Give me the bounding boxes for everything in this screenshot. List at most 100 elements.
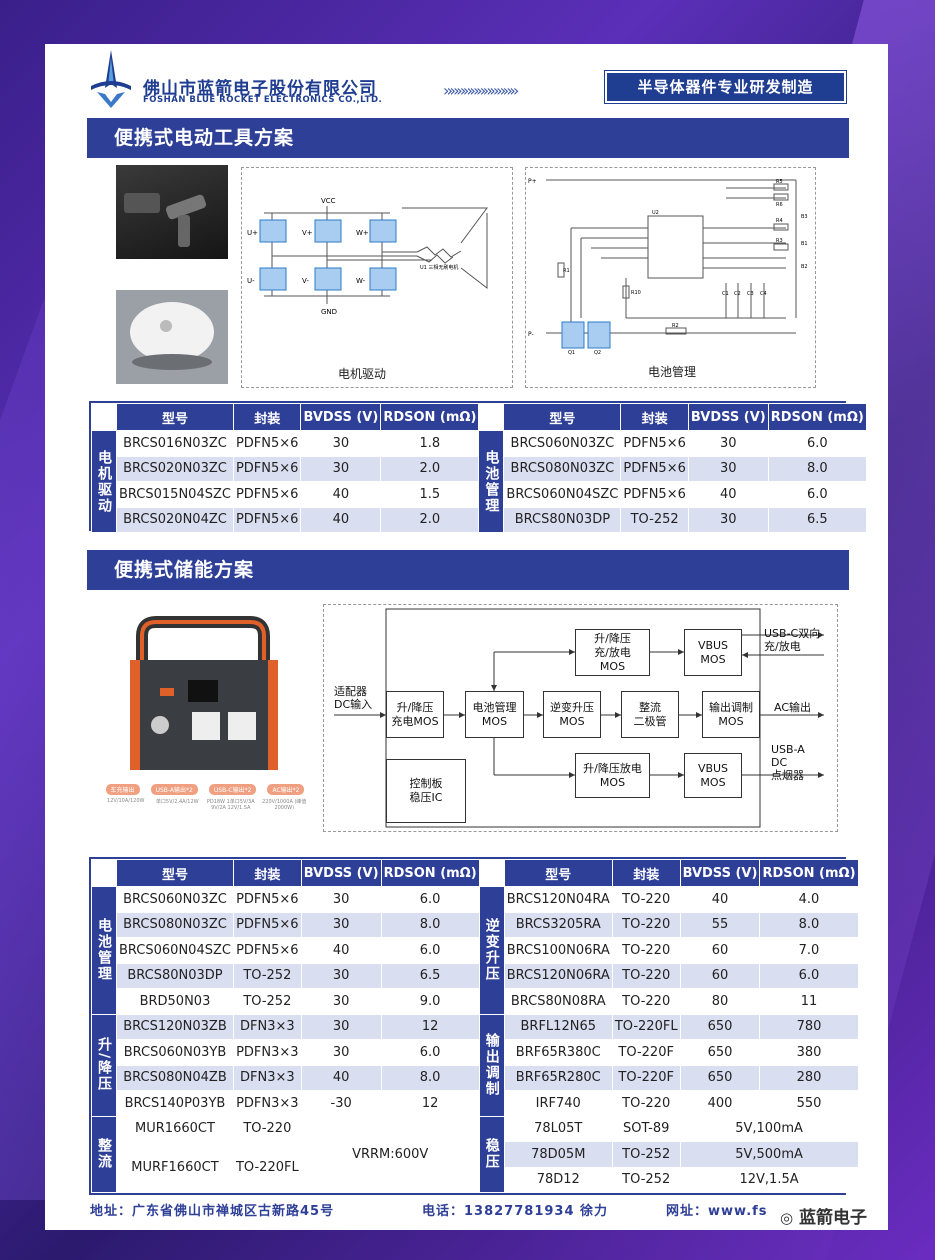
- wechat-watermark: ◎ 蓝箭电子: [780, 1203, 867, 1228]
- table-cell: 550: [759, 1090, 859, 1117]
- ac-output-label: AC输出: [774, 701, 812, 714]
- q1-label: Q1: [568, 350, 575, 356]
- table-cell: 11: [759, 988, 859, 1015]
- table-cell: BRD50N03: [116, 988, 234, 1015]
- group-label-battery: 电池管理: [478, 430, 505, 533]
- c2-label: C2: [734, 291, 741, 297]
- column-header: BVDSS (V): [300, 859, 382, 887]
- adapter-input-label: 适配器 DC输入: [334, 685, 373, 711]
- battery-management-diagram: P+ P- U2 R1 R2 R3 R4 R5 R6 R10 C1 C2 C3 …: [525, 167, 816, 388]
- table-cell: TO-252: [620, 506, 689, 533]
- table-cell: 78D05M: [503, 1141, 613, 1168]
- table-cell: PDFN5×6: [620, 455, 689, 482]
- table-cell: 12V,1.5A: [679, 1166, 859, 1193]
- table-cell: BRCS016N03ZC: [116, 430, 234, 457]
- table-cell: 1.5: [380, 481, 480, 508]
- control-board-block: 控制板 稳压IC: [386, 759, 466, 823]
- company-name-en: FOSHAN BLUE ROCKET ELECTRONICS CO.,LTD.: [143, 95, 383, 105]
- table-cell: 9.0: [380, 988, 480, 1015]
- table-cell: TO-220F: [611, 1064, 681, 1091]
- table-cell: 30: [300, 430, 382, 457]
- table-cell: DFN3×3: [232, 1013, 302, 1040]
- group-label-left: 升/降压: [91, 1013, 117, 1117]
- table-cell: 12: [380, 1013, 480, 1040]
- corner-cell: [478, 403, 504, 431]
- table-cell: PDFN5×6: [232, 506, 302, 533]
- tag-usbc-output: USB-C输出*2: [208, 784, 257, 795]
- table-cell: 8.0: [767, 455, 867, 482]
- product-photo-screwdriver: [116, 165, 228, 259]
- table-cell: TO-252: [611, 1166, 681, 1193]
- table-cell: TO-220: [611, 911, 681, 938]
- charge-mos-block: 升/降压 充电MOS: [386, 691, 444, 738]
- table-cell: 80: [679, 988, 761, 1015]
- table-cell: 30: [300, 1039, 382, 1066]
- column-header: RDSON (mΩ): [759, 859, 859, 887]
- table-cell: 8.0: [380, 1064, 480, 1091]
- table-cell: TO-220: [232, 1115, 302, 1142]
- table-cell: BRFL12N65: [503, 1013, 613, 1040]
- table-cell: BRCS120N06RA: [503, 962, 613, 989]
- u2-label: U2: [652, 210, 659, 216]
- table-cell: PDFN5×6: [620, 481, 689, 508]
- column-header: RDSON (mΩ): [380, 403, 480, 431]
- table-cell: BRF65R380C: [503, 1039, 613, 1066]
- usba-dc-label: USB-A DC 点烟器: [771, 743, 805, 782]
- u-plus-label: U+: [247, 229, 258, 237]
- r6-label: R6: [776, 202, 783, 208]
- table-cell: 6.0: [380, 937, 480, 964]
- tag-ac-output: AC输出*2: [267, 784, 305, 795]
- table-cell: BRCS140P03YB: [116, 1090, 234, 1117]
- column-header: 封装: [232, 403, 302, 431]
- product-tags: 车充输出 USB-A输出*2 USB-C输出*2 AC输出*2: [100, 784, 310, 795]
- b2-label: B2: [801, 264, 808, 270]
- table-cell: 2.0: [380, 506, 480, 533]
- table-cell: 780: [759, 1013, 859, 1040]
- table-cell: TO-220: [611, 937, 681, 964]
- table-cell: PDFN5×6: [620, 430, 689, 457]
- table-cell: TO-220FL: [611, 1013, 681, 1040]
- robot-vacuum-icon: [130, 302, 214, 370]
- table-cell: TO-220FL: [232, 1141, 302, 1193]
- table-cell: TO-220: [611, 1090, 681, 1117]
- table-cell: BRCS120N03ZB: [116, 1013, 234, 1040]
- blue-rocket-logo-icon: [91, 50, 131, 108]
- footer-website: 网址：www.fs: [666, 1204, 768, 1219]
- footer-address: 地址：广东省佛山市禅城区古新路45号: [90, 1204, 335, 1219]
- table-cell: 40: [300, 481, 382, 508]
- slogan-banner: 半导体器件专业研发制造: [607, 73, 844, 101]
- w-minus-label: W-: [356, 277, 366, 285]
- group-label-rectifier: 整流: [91, 1115, 117, 1193]
- footer-phone: 电话：13827781934 徐力: [422, 1204, 609, 1219]
- r5-label: R5: [776, 179, 783, 185]
- spec-car-output: 12V/10A/120W: [107, 798, 145, 804]
- group-label-regulator: 稳压: [478, 1115, 505, 1193]
- table-cell: BRCS020N04ZC: [116, 506, 234, 533]
- product-photo-robot-vacuum: [116, 290, 228, 384]
- spec-ac-output: 220V/1000A (峰值2000W): [262, 799, 307, 811]
- r1-label: R1: [563, 268, 570, 274]
- table-cell: 2.0: [380, 455, 480, 482]
- column-header: 封装: [620, 403, 689, 431]
- table-cell: 8.0: [380, 911, 480, 938]
- corner-cell: [479, 859, 505, 887]
- table-cell: 6.0: [759, 962, 859, 989]
- column-header: BVDSS (V): [687, 403, 769, 431]
- table-cell: 30: [687, 430, 769, 457]
- chevron-decoration: »»»»»»»»»»»: [443, 81, 519, 100]
- table-cell: MURF1660CT: [116, 1141, 234, 1193]
- column-header: BVDSS (V): [300, 403, 382, 431]
- bms-mos-block: 电池管理 MOS: [465, 691, 524, 738]
- gnd-label: GND: [321, 308, 337, 316]
- section-title-power-tool: 便携式电动工具方案: [87, 118, 849, 158]
